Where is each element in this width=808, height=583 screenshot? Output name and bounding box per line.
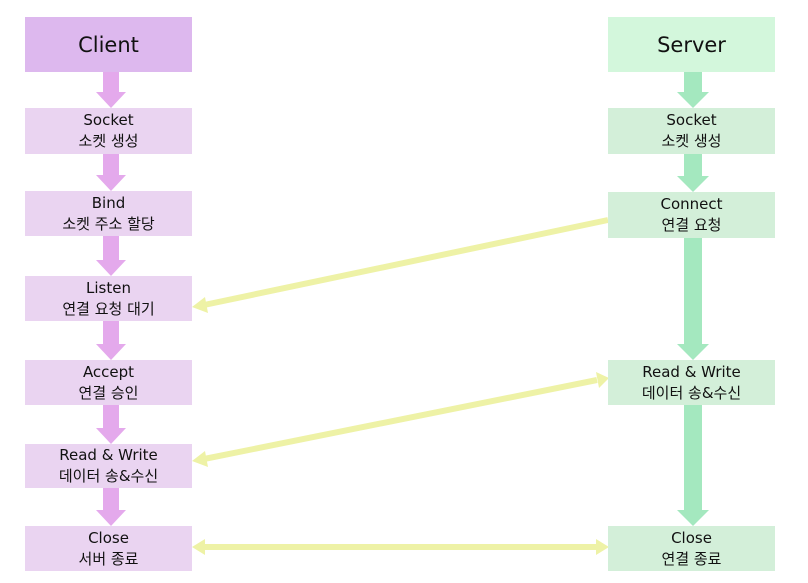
- step-label: Listen: [86, 278, 131, 297]
- arrow-client-readwrite-to-close: [96, 487, 126, 526]
- server-step-close: Close 연결 종료: [608, 526, 775, 571]
- server-step-read-write: Read & Write 데이터 송&수신: [608, 360, 775, 405]
- step-description: 데이터 송&수신: [58, 467, 159, 485]
- server-flow-arrows: [677, 70, 709, 526]
- arrow-server-readwrite-to-close: [677, 404, 709, 526]
- step-label: Close: [671, 528, 712, 547]
- client-step-listen: Listen 연결 요청 대기: [25, 276, 192, 321]
- step-label: Read & Write: [59, 446, 158, 464]
- server-title: Server: [657, 32, 726, 57]
- step-description: 연결 요청 대기: [62, 299, 155, 318]
- step-description: 소켓 생성: [661, 132, 722, 150]
- step-label: Socket: [83, 111, 134, 129]
- client-title: Client: [78, 32, 139, 57]
- arrow-client-bind-to-listen: [96, 235, 126, 276]
- client-step-read-write: Read & Write 데이터 송&수신: [25, 444, 192, 488]
- arrow-client-listen-to-accept: [96, 320, 126, 360]
- step-description: 연결 요청: [661, 216, 722, 234]
- arrow-server-header-to-socket: [677, 70, 709, 108]
- cross-links: [203, 217, 609, 550]
- step-description: 소켓 주소 할당: [62, 214, 155, 233]
- client-flow-arrows: [96, 70, 126, 526]
- step-label: Socket: [666, 111, 717, 129]
- arrow-client-header-to-socket: [96, 70, 126, 108]
- arrow-server-connect-to-readwrite: [677, 237, 709, 360]
- step-description: 연결 승인: [78, 383, 139, 402]
- arrow-server-socket-to-connect: [677, 153, 709, 192]
- link-connect-to-listen: [203, 217, 609, 308]
- step-label: Accept: [82, 362, 135, 381]
- arrowhead-to-client-readwrite: [192, 451, 208, 467]
- step-label: Read & Write: [642, 362, 741, 381]
- arrowhead-to-client-close: [192, 539, 205, 555]
- client-step-bind: Bind 소켓 주소 할당: [25, 191, 192, 236]
- link-readwrite-to-server: [203, 377, 598, 462]
- arrow-client-socket-to-bind: [96, 153, 126, 191]
- server-header: Server: [608, 17, 775, 72]
- arrow-client-accept-to-readwrite: [96, 404, 126, 444]
- step-label: Bind: [91, 193, 126, 212]
- step-label: Connect: [660, 195, 723, 213]
- arrowhead-to-server-readwrite: [596, 372, 609, 388]
- client-step-close: Close 서버 종료: [25, 526, 192, 571]
- arrowhead-to-server-close: [596, 539, 609, 555]
- step-description: 서버 종료: [78, 549, 139, 568]
- client-step-accept: Accept 연결 승인: [25, 360, 192, 405]
- server-step-connect: Connect 연결 요청: [608, 192, 775, 238]
- step-description: 연결 종료: [661, 549, 722, 568]
- step-description: 데이터 송&수신: [641, 383, 742, 402]
- arrowhead-to-listen: [192, 297, 208, 313]
- server-step-socket: Socket 소켓 생성: [608, 108, 775, 154]
- step-description: 소켓 생성: [78, 132, 139, 150]
- step-label: Close: [88, 528, 129, 547]
- client-header: Client: [25, 17, 192, 72]
- client-step-socket: Socket 소켓 생성: [25, 108, 192, 154]
- cross-link-heads: [192, 297, 609, 555]
